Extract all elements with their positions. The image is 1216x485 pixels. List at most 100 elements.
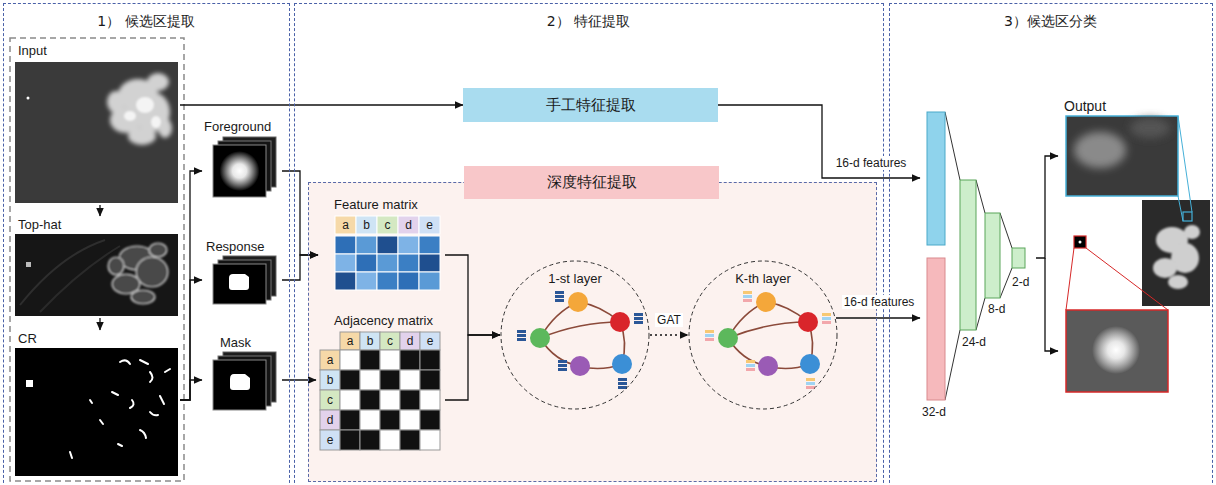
classifier-bars [927,112,945,245]
adjacency-matrix-cells [380,390,400,410]
adjacency-matrix-cells [320,370,340,390]
graph-kth-layer [743,299,752,302]
feature-matrix-cells [335,254,356,272]
node-label: 手工特征提取 [463,88,718,122]
connector [100,318,101,330]
graph-kth-layer [806,378,815,381]
cr-image [150,372,153,382]
node-label: 1） 候选区提取 [4,11,288,31]
edge-label: 16-d features [842,295,917,309]
response-stack [213,256,276,304]
classifier-bars [945,330,960,400]
graph-layer: 1-st layer [500,260,650,410]
node-label: Mask [220,334,251,352]
connector [1036,156,1058,351]
adjacency-matrix-cells [320,332,440,450]
cr-image [15,348,178,476]
graph-first-layer [610,312,630,332]
section-panel: 2） 特征提取手工特征提取深度特征提取Feature matrixabcdeAd… [294,3,884,485]
graph-first-layer [517,338,526,341]
output-images [1079,241,1082,244]
connector [836,318,920,319]
connector [282,255,318,280]
graph-first-layer [570,356,590,376]
graph-first-layer [530,328,550,348]
connector-line [180,380,202,400]
classifier-bars [960,180,976,330]
classifier-bars [945,112,960,180]
edge-label: 16-d features [834,156,909,170]
graph-first-layer [558,364,567,367]
feature-matrix-cells [335,216,440,290]
graph-first-layer [558,368,567,371]
graph-first-layer [555,295,564,298]
region-fill [308,182,877,482]
node-label: Feature matrix [334,196,418,214]
cr-image [120,360,130,364]
adjacency-matrix-cells [420,390,440,410]
matrix-index: e [320,430,340,450]
matrix-index: c [380,332,400,350]
connector [650,335,688,336]
matrix-index: b [356,216,377,234]
adjacency-matrix-cells [400,390,420,410]
matrix-index: e [419,216,440,234]
adjacency-matrix-cells [380,370,400,390]
connector-line [445,255,500,335]
input-image [15,62,178,203]
graph-kth-layer [822,317,831,320]
feature-matrix-cells [398,236,419,254]
matrix-index: 2-d [1012,274,1029,290]
feature-matrix-cells [377,236,398,254]
graph-kth-layer [705,291,831,389]
connector-line [282,255,318,280]
feature-matrix-cells [356,236,377,254]
classifier-bars [976,298,985,330]
tophat-image [15,234,178,316]
graph-kth-layer [756,292,776,312]
node-label: Adjacency matrix [334,312,433,330]
connector-line [180,280,202,400]
graph-first-layer [612,354,632,374]
cr-image [70,360,170,458]
graph-first-layer [540,322,620,338]
matrix-index: d [400,332,420,350]
feature-matrix-cells [356,254,377,272]
connector [100,205,101,216]
classifier-bars [1000,213,1012,248]
adjacency-matrix-cells [320,410,340,430]
output-images [1092,326,1140,374]
response-stack [229,274,249,290]
graph-first-layer [555,291,564,294]
node-label: Response [206,238,265,256]
node-label: 1-st layer [500,270,650,288]
response-stack [213,264,266,304]
feature-matrix-cells [398,216,419,234]
graph-kth-layer [800,354,820,374]
adjacency-matrix-cells [380,350,400,370]
output-images [1066,248,1074,310]
graph-kth-layer [705,291,831,389]
section-panel: 1） 候选区提取InputTop-hatCRForegroundResponse… [3,3,290,485]
adjacency-matrix-cells [320,430,340,450]
tophat-image [108,257,124,275]
adjacency-matrix-cells [360,332,380,350]
matrix-index: c [377,216,398,234]
region-fill [308,182,877,482]
output-panel: Output [1058,95,1212,395]
classifier-bars [927,112,1025,400]
cr-image [165,369,170,372]
output-images [1074,236,1086,248]
cr-image [70,452,72,458]
graph-kth-layer [746,364,755,367]
matrix-index: b [360,332,380,350]
cr-image [140,360,148,364]
tophat-image [20,240,105,305]
classifier-bars [985,213,1000,298]
matrix-index: a [340,332,360,350]
connector-line [180,104,463,105]
graph-kth-layer [705,330,714,333]
node-label: Top-hat [18,216,61,234]
connector-line [99,318,100,330]
feature-matrix-cells [335,236,356,254]
